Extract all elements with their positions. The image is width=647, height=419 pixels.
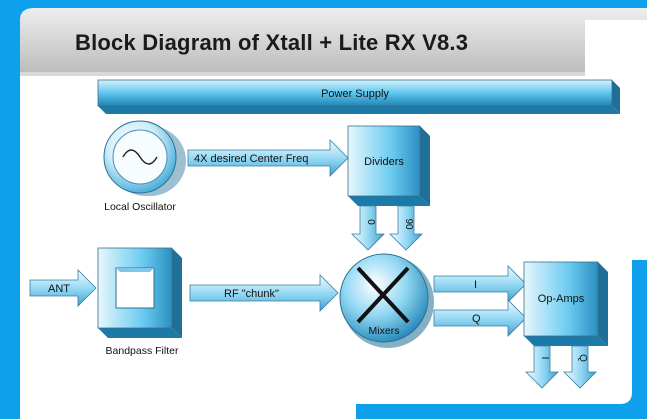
i-arrow: I — [433, 265, 527, 303]
q-arrow-label: Q — [472, 313, 481, 325]
antenna-label: ANT — [48, 283, 70, 295]
divider-out-0-arrow: 0 — [351, 205, 385, 251]
sine-wave-icon — [122, 149, 158, 165]
rf-arrow-label: RF "chunk" — [224, 288, 279, 300]
bandpass-filter-label: Bandpass Filter — [106, 345, 179, 357]
dividers-block: Dividers — [347, 125, 430, 206]
lo-arrow-label: 4X desired Center Freq — [194, 153, 308, 165]
out-i-arrow: I — [525, 345, 559, 389]
lo-to-dividers-arrow: 4X desired Center Freq — [187, 139, 349, 177]
op-amps-block: Op-Amps — [523, 261, 608, 346]
i-arrow-label: I — [474, 279, 477, 291]
local-oscillator-block: Local Oscillator — [103, 120, 186, 213]
divider-out-90-arrow: 90 — [389, 205, 423, 251]
out-i-label: I — [539, 357, 550, 360]
q-arrow: Q — [433, 299, 527, 337]
antenna-arrow: ANT — [29, 269, 97, 307]
header-band — [0, 0, 647, 76]
mixers-label: Mixers — [369, 325, 400, 337]
power-supply-label: Power Supply — [321, 88, 389, 100]
local-oscillator-label: Local Oscillator — [104, 201, 176, 213]
out-q-arrow: Q — [563, 345, 597, 389]
dividers-label: Dividers — [364, 156, 404, 168]
mixers-block: Mixers — [339, 253, 434, 348]
out-q-label: Q — [577, 354, 588, 362]
divider-out-90-label: 90 — [403, 218, 414, 230]
page-title: Block Diagram of Xtall + Lite RX V8.3 — [75, 30, 469, 55]
power-supply-block: Power Supply — [97, 79, 620, 114]
op-amps-label: Op-Amps — [538, 293, 585, 305]
divider-out-0-label: 0 — [365, 219, 376, 225]
left-frame-bar — [0, 76, 20, 419]
bandpass-filter-block: Bandpass Filter — [97, 247, 182, 357]
rf-arrow: RF "chunk" — [189, 274, 339, 312]
